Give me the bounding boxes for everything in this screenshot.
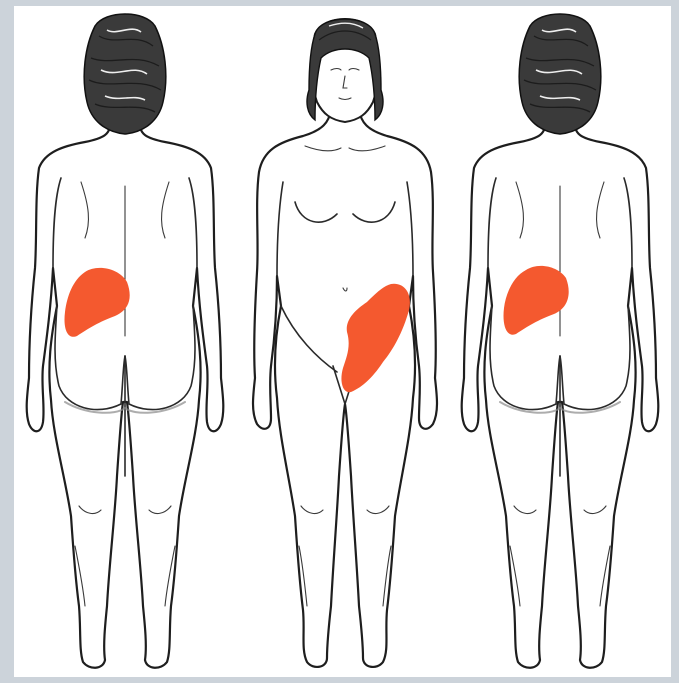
figure-front-view <box>253 19 437 667</box>
figure-back-view-right <box>462 14 659 668</box>
figure-back-view-left <box>27 14 224 668</box>
